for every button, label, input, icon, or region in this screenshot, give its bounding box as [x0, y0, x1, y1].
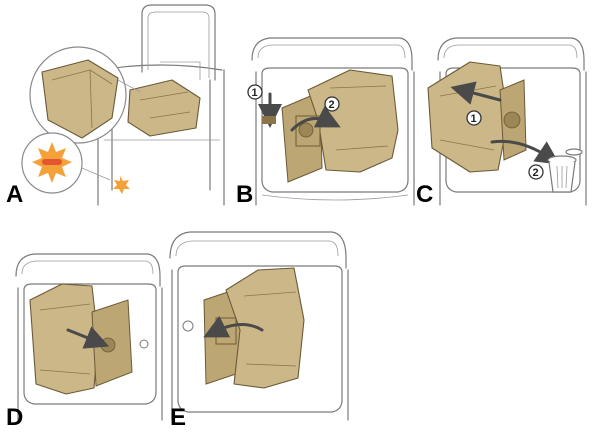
arrow-rotate-e — [203, 315, 264, 338]
lid-d — [15, 253, 161, 287]
panel-e: E — [169, 231, 349, 431]
bin-body-e — [171, 269, 349, 421]
step-label-b1: 1 — [252, 87, 258, 99]
step-circle-c1 — [466, 110, 482, 126]
lid-e — [169, 231, 347, 269]
arrow-in-d — [66, 326, 110, 349]
step-label-c2: 2 — [533, 167, 539, 179]
panel-a: A — [6, 4, 225, 208]
bin-body-d — [17, 287, 163, 421]
step-circle-b1 — [247, 84, 263, 100]
step-circle-c2 — [528, 164, 544, 180]
open-lid-a — [141, 4, 216, 81]
arrow-out-c — [450, 81, 502, 105]
trash-can-icon — [547, 148, 583, 193]
lid-b — [251, 37, 413, 71]
arrow-rotate-b — [290, 105, 341, 132]
panel-letter-d: D — [6, 404, 23, 431]
panel-letter-c: C — [416, 181, 433, 208]
panel-b: 1 2 B — [236, 37, 415, 208]
bag-in-bin-a — [127, 79, 201, 137]
bag-e — [225, 267, 305, 389]
panel-c: 1 2 C — [416, 37, 587, 208]
step-circle-b2 — [324, 96, 340, 112]
zoomed-bag — [41, 59, 119, 139]
step-label-c1: 1 — [471, 113, 477, 125]
panel-letter-b: B — [236, 181, 253, 208]
arrow-to-trash-c — [490, 139, 560, 165]
bag-b — [307, 69, 399, 173]
step-label-b2: 2 — [329, 99, 335, 111]
panel-d: D — [6, 253, 163, 431]
panel-letter-e: E — [170, 404, 186, 431]
lid-c — [437, 37, 585, 71]
panel-letter-a: A — [6, 181, 23, 208]
bin-indicator-icon — [113, 176, 130, 194]
